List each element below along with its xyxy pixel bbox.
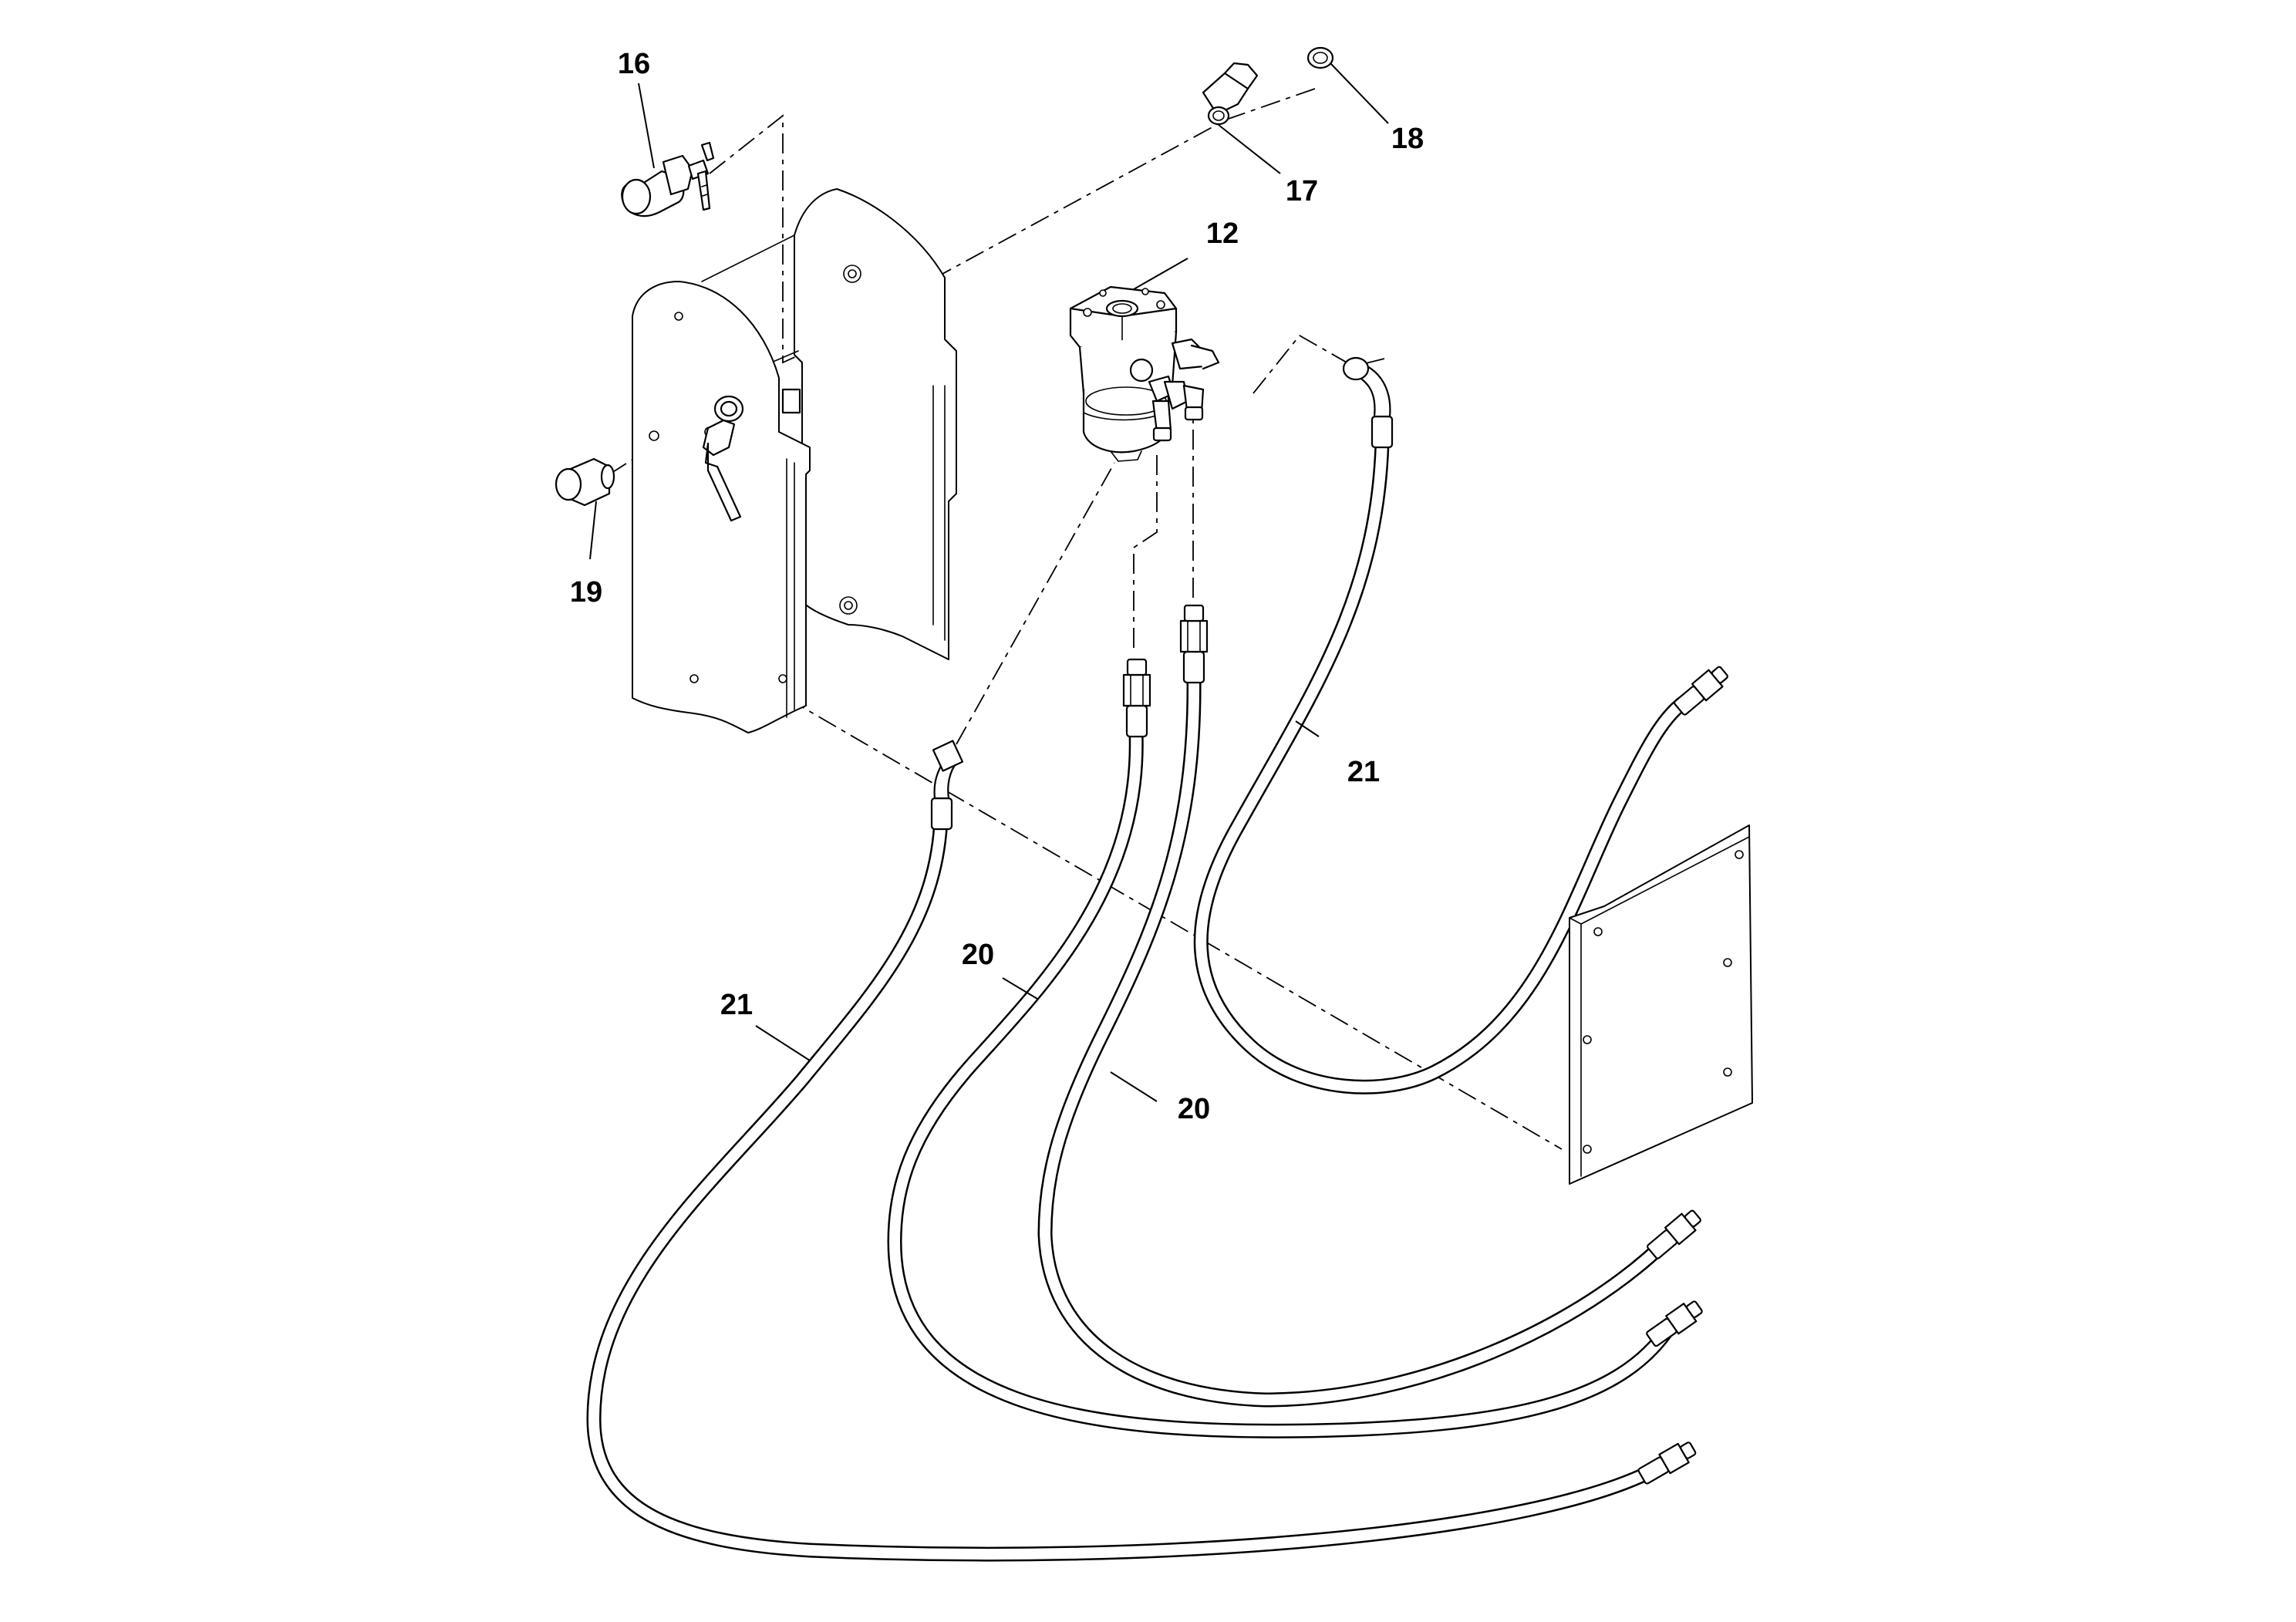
callout-19: 19 — [570, 576, 602, 609]
key-1 — [700, 141, 715, 162]
steering-valve — [1069, 285, 1220, 462]
hose-fittings — [930, 356, 1728, 1485]
fitting-20a-top — [1122, 658, 1151, 738]
bracket-front-knob-hole — [649, 430, 659, 441]
fitting-21-right-end — [1674, 666, 1728, 716]
valve-ports — [1129, 338, 1220, 442]
centerline-cover-plate — [786, 697, 1563, 1150]
adjustment-knob — [555, 457, 615, 507]
callout-17: 17 — [1286, 175, 1318, 207]
centerline-key-switch — [709, 114, 818, 364]
electrical-connector — [1202, 62, 1259, 126]
fitting-20a-end — [1646, 1300, 1703, 1347]
centerline-fitting-left — [956, 462, 1115, 745]
cover-plate — [1569, 824, 1753, 1185]
centerline-hose-21 — [1253, 334, 1385, 394]
fitting-elbow-left — [930, 740, 964, 831]
callout-21-right: 21 — [1347, 756, 1380, 788]
callout-20-a: 20 — [962, 939, 994, 971]
hose-assemblies — [586, 443, 1701, 1562]
o-ring — [1306, 46, 1334, 69]
console-bracket — [632, 188, 957, 733]
callout-12: 12 — [1206, 218, 1239, 250]
fitting-20b-end — [1647, 1209, 1701, 1259]
leader-lines — [589, 62, 1389, 1102]
callout-21-left: 21 — [720, 989, 753, 1021]
tilt-lever — [702, 395, 744, 522]
callout-18: 18 — [1391, 123, 1424, 155]
hose-21-left — [586, 817, 1666, 1562]
bracket-rear-plate — [794, 188, 957, 660]
key-2 — [696, 170, 711, 211]
fitting-21-right-top — [1342, 356, 1394, 449]
callout-20-b: 20 — [1178, 1093, 1210, 1125]
connector-washer — [1207, 106, 1230, 126]
centerline-hose-20a — [1133, 451, 1158, 648]
callout-16: 16 — [618, 48, 650, 80]
bracket-front-plate — [632, 281, 811, 733]
callout-labels: 16 18 17 12 19 21 20 21 20 — [570, 48, 1424, 1125]
fitting-21-left-end — [1637, 1442, 1697, 1485]
key-switch — [621, 141, 715, 218]
fitting-20b-top — [1179, 604, 1209, 684]
